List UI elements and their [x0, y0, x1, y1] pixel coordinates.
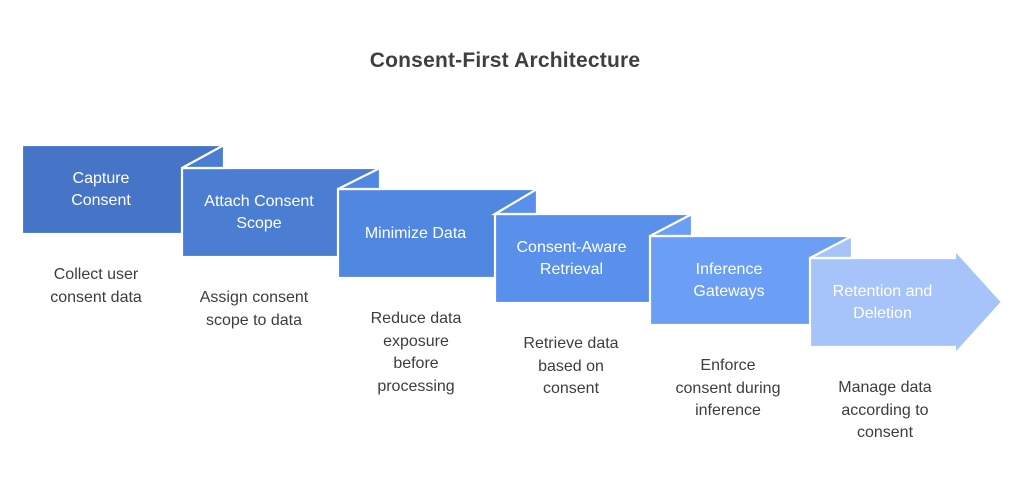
- fold-triangle: [181, 143, 226, 170]
- step-label: Capture Consent: [71, 170, 131, 209]
- step-label: Inference Gateways: [693, 261, 765, 300]
- step-label: Retention and Deletion: [832, 283, 933, 322]
- fold-triangle: [337, 166, 382, 191]
- step-label: Consent-Aware Retrieval: [516, 239, 627, 278]
- step-caption: Manage data according to consent: [838, 379, 932, 441]
- step-arrow-shape: [808, 247, 1004, 357]
- step-caption: Collect user consent data: [50, 266, 142, 306]
- fold-triangle: [491, 187, 539, 216]
- fold-triangle: [809, 234, 854, 260]
- diagram-title: Consent-First Architecture: [369, 49, 641, 72]
- step-caption: Reduce data exposure before processing: [370, 310, 462, 395]
- step-label: Attach Consent Scope: [204, 193, 314, 232]
- step-caption: Assign consent scope to data: [199, 289, 309, 329]
- fold-triangle: [649, 212, 694, 238]
- step-caption: Retrieve data based on consent: [523, 335, 619, 397]
- step-label: Minimize Data: [364, 224, 467, 242]
- step-caption: Enforce consent during inference: [675, 357, 781, 419]
